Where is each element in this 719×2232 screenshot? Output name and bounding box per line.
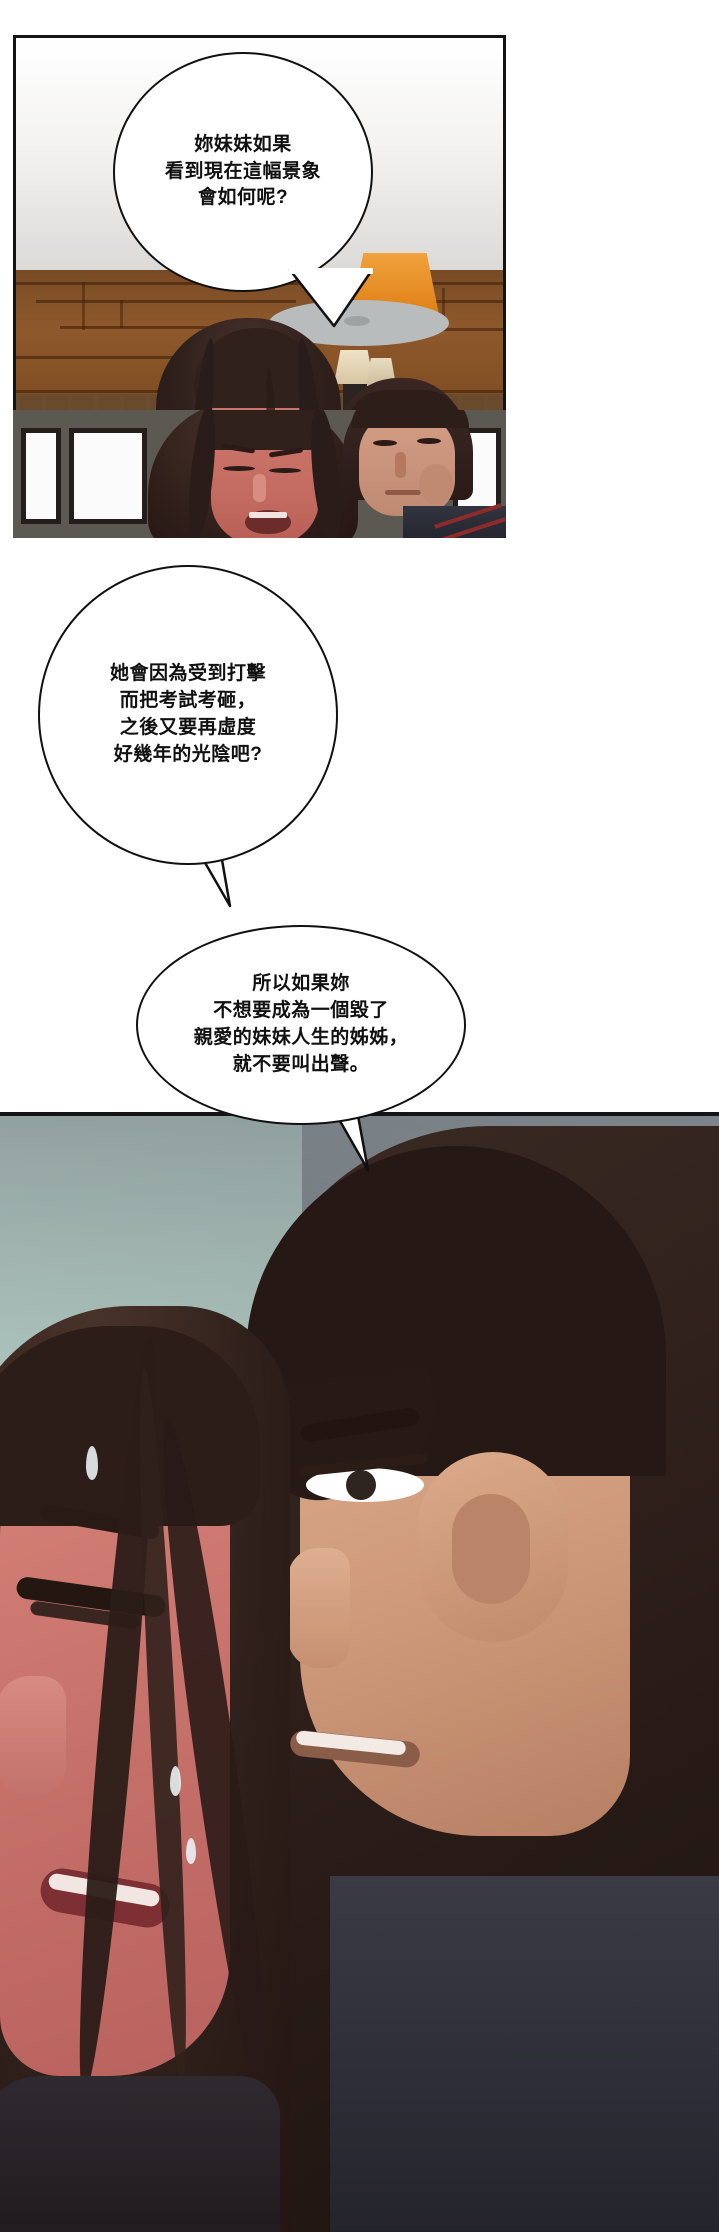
window-pane [21,428,61,524]
woman-fringe [201,410,331,450]
woman-eye-closed [269,468,301,473]
bubble-1-tail [288,268,374,328]
beam-line [16,356,196,359]
woman-nose [0,1676,66,1796]
sweat-drop [170,1766,181,1796]
man-ear-inner [452,1494,530,1604]
woman-nose [253,474,266,502]
window-pane [69,428,147,524]
man-nose [395,452,406,478]
man-mouth [385,490,421,495]
panel-3 [0,1112,719,2232]
woman-eye-closed [223,466,255,471]
man-nose [288,1548,350,1668]
speech-bubble-1-text: 妳妹妹如果 看到現在這幅景象 會如何呢? [164,133,321,209]
man-eye [373,440,397,446]
beam-line [442,288,445,328]
speech-bubble-2-text: 她會因為受到打擊 而把考試考砸， 之後又要再虛度 好幾年的光陰吧? [109,663,266,765]
sweat-drop [86,1446,98,1480]
speech-bubble-2[interactable]: 她會因為受到打擊 而把考試考砸， 之後又要再虛度 好幾年的光陰吧? [38,565,338,865]
beam-line [60,326,270,329]
lamp-hole [344,316,370,326]
woman-clothing [0,2076,280,2232]
speech-bubble-1[interactable]: 妳妹妹如果 看到現在這幅景象 會如何呢? [113,52,373,292]
beam-line [82,282,85,330]
panel-2-scene [13,410,506,538]
man-pupil [346,1470,376,1500]
woman-teeth [249,512,287,518]
man-eye [417,438,441,444]
man-fringe [351,410,469,428]
speech-bubble-3[interactable]: 所以如果妳 不想要成為一個毀了 親愛的妹妹人生的姊姊， 就不要叫出聲。 [136,925,466,1125]
man-ear [419,464,453,504]
man-jacket [330,1876,719,2232]
sweat-drop [186,1838,196,1864]
beam-line [36,300,296,303]
beam-line [120,300,123,328]
speech-bubble-3-text: 所以如果妳 不想要成為一個毀了 親愛的妹妹人生的姊姊， 就不要叫出聲。 [193,973,409,1075]
